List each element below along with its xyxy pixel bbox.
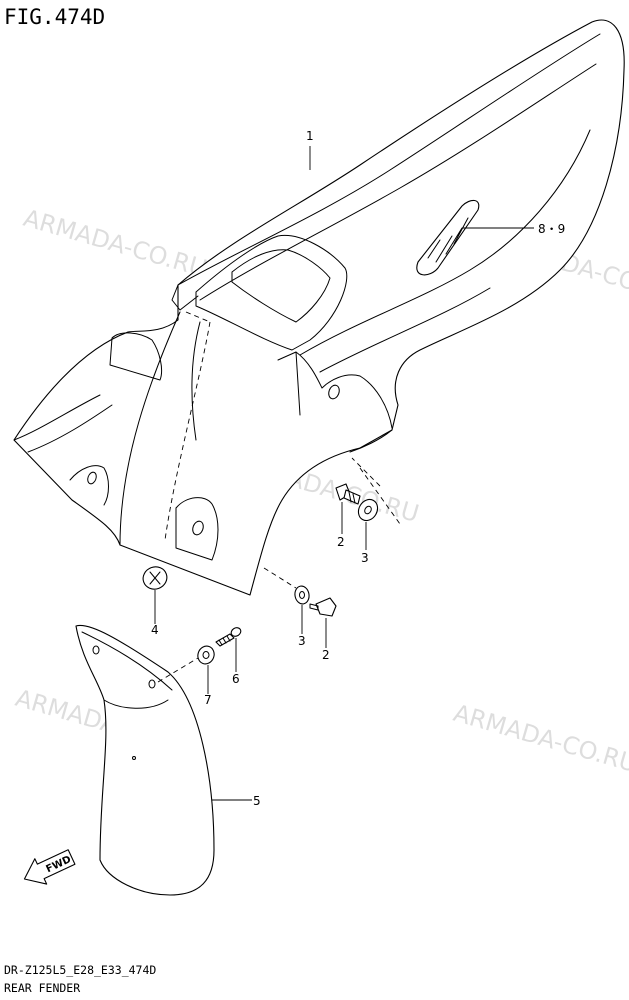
assembly-lines	[157, 457, 401, 683]
callout-washer-right: 3	[361, 551, 369, 565]
callout-washer-small: 7	[204, 693, 212, 707]
figure-title: FIG.474D	[4, 5, 105, 29]
callout-washer-lower: 3	[298, 634, 306, 648]
callout-grommet: 4	[151, 623, 159, 637]
footer-name: REAR FENDER	[4, 981, 80, 995]
watermark-1: ARMADA-CO.RU	[20, 204, 210, 283]
callout-fender: 1	[306, 129, 314, 143]
watermark-5: ARMADA-CO.RU	[450, 699, 629, 778]
callouts: 1 8・9 2 3 4 3 2 7 6 5	[151, 129, 565, 808]
rear-fender	[13, 19, 625, 596]
bolt-right	[335, 483, 361, 505]
screw	[215, 627, 242, 647]
forward-arrow-icon: FWD	[23, 849, 76, 885]
footer-code: DR-Z125L5_E28_E33_474D	[4, 963, 156, 977]
washer-lower	[294, 585, 310, 605]
bolt-lower	[309, 597, 337, 617]
washer-right	[357, 498, 379, 522]
callout-screw: 6	[232, 672, 240, 686]
emblem-decal	[416, 199, 480, 276]
grommet	[142, 566, 168, 590]
washer-small	[197, 645, 215, 665]
callout-bolt-right: 2	[337, 535, 345, 549]
mud-flap	[75, 624, 215, 896]
callout-flap: 5	[253, 794, 261, 808]
callout-bolt-lower: 2	[322, 648, 330, 662]
callout-emblem: 8・9	[538, 222, 565, 236]
leader-lines	[154, 146, 534, 801]
